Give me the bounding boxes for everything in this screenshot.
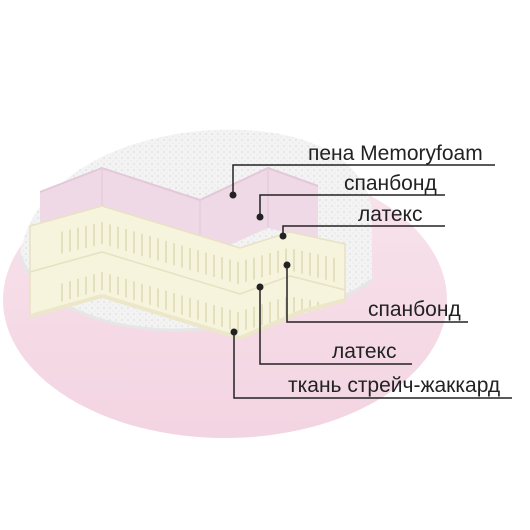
- layer-labels: пена Memoryfoam спанбонд латекс спанбонд…: [288, 142, 500, 397]
- leader-line-memory-foam: [232, 164, 495, 195]
- leader-dot-jacquard: [230, 328, 238, 336]
- label-latex-top: латекс: [358, 203, 422, 226]
- label-spunbond-top: спанбонд: [344, 172, 437, 195]
- label-latex-bottom: латекс: [332, 340, 396, 363]
- leader-line-latex-bottom: [259, 287, 412, 365]
- leader-dot-spunbond-top: [256, 213, 264, 221]
- leader-line-spunbond-top: [259, 194, 445, 217]
- label-memory-foam: пена Memoryfoam: [308, 142, 483, 165]
- leader-dot-latex-top: [279, 232, 287, 240]
- leader-line-spunbond-bottom: [286, 265, 468, 323]
- label-spunbond-bottom: спанбонд: [368, 298, 461, 321]
- leader-dot-memory-foam: [229, 191, 237, 199]
- label-jacquard-fabric: ткань стрейч-жаккард: [288, 374, 500, 397]
- leader-dots: [229, 191, 291, 336]
- leader-dot-spunbond-bottom: [283, 261, 291, 269]
- leader-dot-latex-bottom: [256, 283, 264, 291]
- latex-layer-bottom: [29, 251, 346, 341]
- leader-line-jacquard: [233, 332, 512, 399]
